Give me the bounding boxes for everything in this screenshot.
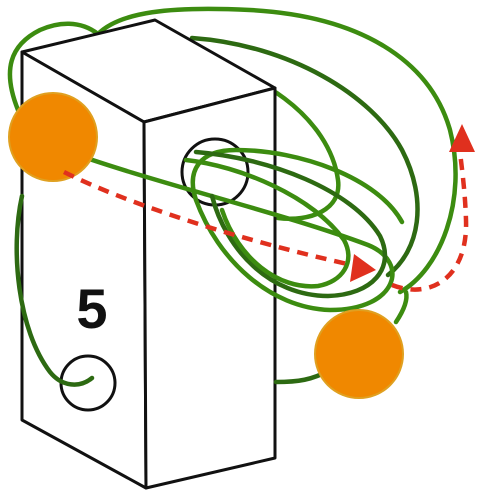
right-orange-ball[interactable] xyxy=(314,309,404,399)
block-side-face xyxy=(142,86,277,490)
left-orange-ball[interactable] xyxy=(8,92,98,182)
figure-eight-inner-strand xyxy=(193,149,388,299)
curved-arrow-head xyxy=(449,124,475,152)
direction-arrows xyxy=(62,124,475,292)
front-cord-strands xyxy=(14,145,409,387)
right-ball-cord xyxy=(393,289,409,325)
wooden-block: 5 xyxy=(20,18,277,490)
front-left-cord xyxy=(14,193,95,387)
outer-cord-loop xyxy=(7,6,458,295)
diagonal-arrow-head xyxy=(350,254,376,282)
curved-arrow-shaft xyxy=(391,151,469,292)
diagonal-arrow-shaft xyxy=(62,169,353,268)
middle-cord-loop xyxy=(189,35,420,278)
figure-eight-outer-strand xyxy=(55,145,405,313)
block-number-label: 5 xyxy=(76,277,107,340)
balls xyxy=(8,92,404,399)
figure-eight-third-strand xyxy=(183,157,351,289)
